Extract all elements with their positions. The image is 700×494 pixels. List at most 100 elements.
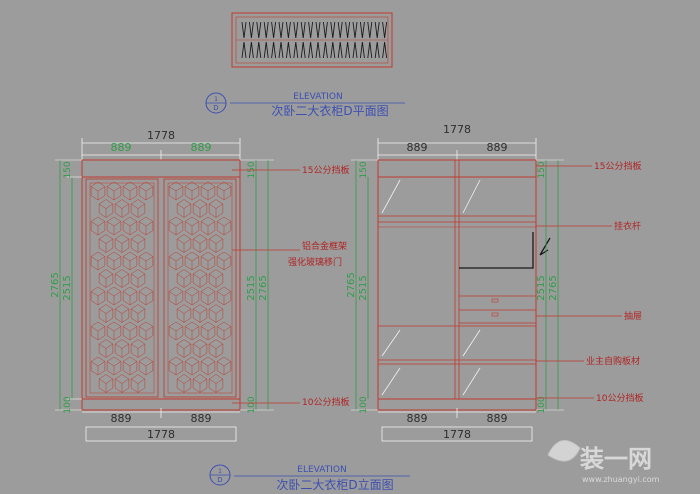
- door-cube-cell: [138, 181, 154, 201]
- door-cube-cell: [168, 321, 184, 341]
- right-inner-height: 2515: [358, 275, 369, 300]
- plan-hanger: [382, 21, 388, 39]
- plan-hanger: [337, 21, 343, 39]
- plan-hanger: [241, 21, 247, 39]
- door-cube-cell: [138, 321, 154, 341]
- door-cube-cell: [176, 199, 192, 218]
- door-cube-cell: [122, 321, 138, 341]
- right-bottom-dim-box: [381, 426, 533, 442]
- plan-hanger: [256, 41, 262, 59]
- left-total-width: 1778: [147, 129, 175, 142]
- right-top-board-dim: 150: [359, 161, 369, 178]
- label-owner-board: 业主自购板材: [586, 355, 640, 367]
- door-cube-cell: [130, 304, 146, 323]
- elevation-tag: ELEVATION: [297, 465, 346, 475]
- door-cube-cell: [114, 339, 130, 358]
- hint-1: [381, 179, 401, 214]
- plan-hanger: [278, 21, 284, 39]
- label-drawer: 抽屉: [624, 310, 642, 322]
- door-cube-cell: [98, 234, 114, 253]
- left-half-bottom-right: 889: [191, 412, 212, 425]
- elevation-marker-bottom: D: [217, 476, 222, 484]
- door-cube-cell: [192, 199, 208, 218]
- left-half-top-right: 889: [191, 141, 212, 154]
- door-cube-cell: [90, 321, 106, 341]
- door-cube-cell: [98, 199, 114, 218]
- plan-hanger: [285, 41, 291, 59]
- door-cube-cell: [200, 321, 216, 341]
- plan-hanger: [256, 21, 262, 39]
- door-cube-cell: [122, 286, 138, 306]
- left-right-inner-height: 2515: [246, 275, 257, 300]
- left-door-2: [163, 178, 237, 398]
- door-cube-cell: [216, 181, 232, 201]
- plan-hanger: [374, 21, 380, 39]
- plan-hanger: [352, 41, 358, 59]
- plan-title-block: 1 D ELEVATION 次卧二大衣柜D平面图: [205, 92, 405, 118]
- door-cube-cell: [184, 286, 200, 306]
- right-total-width: 1778: [443, 123, 471, 136]
- right-leaders: 15公分挡板 挂衣杆 抽屉 业主自购板材 10公分挡板: [536, 160, 643, 404]
- door-cube-cell: [216, 356, 232, 376]
- door-cube-cell: [168, 216, 184, 236]
- plan-hanger: [263, 21, 269, 39]
- door-cube-cell: [122, 251, 138, 271]
- left-door-1-glass: [89, 182, 155, 394]
- door-cube-cell: [184, 181, 200, 201]
- door-cube-cell: [176, 374, 192, 393]
- left-top-board-dim: 150: [63, 161, 73, 178]
- door-cube-cell: [184, 251, 200, 271]
- door-cube-cell: [130, 339, 146, 358]
- left-cabinet-outline: [81, 159, 241, 411]
- door-cube-cell: [184, 321, 200, 341]
- plan-hanger: [308, 41, 314, 59]
- door-cube-cell: [130, 199, 146, 218]
- plan-outline: [231, 12, 393, 68]
- door-cube-cell: [176, 269, 192, 288]
- plan-marker-top: 1: [214, 96, 218, 103]
- left-bottom-board-dim: 100: [63, 396, 73, 413]
- left-door-2-glass: [167, 182, 233, 394]
- plan-hanger: [308, 21, 314, 39]
- door-cube-cell: [114, 234, 130, 253]
- watermark-url: www.zhuangyi.com: [582, 475, 660, 484]
- door-cube-cell: [114, 269, 130, 288]
- watermark-logo-icon: [547, 440, 581, 462]
- door-cube-cell: [106, 216, 122, 236]
- door-cube-cell: [200, 356, 216, 376]
- left-bottom-width: 1778: [147, 428, 175, 441]
- drawer-handle-1: [491, 298, 499, 303]
- right-elevation: 1778 889 889 2765: [346, 123, 564, 442]
- plan-hanger: [271, 21, 277, 39]
- door-cube-cell: [176, 339, 192, 358]
- plan-hanger: [300, 21, 306, 39]
- right-half-bottom-right: 889: [487, 412, 508, 425]
- door-cube-cell: [114, 374, 130, 393]
- hint-6: [462, 367, 481, 396]
- door-cube-cell: [138, 286, 154, 306]
- door-cube-cell: [192, 374, 208, 393]
- watermark: 装一网 www.zhuangyi.com: [547, 440, 660, 484]
- watermark-brand: 装一网: [580, 445, 652, 473]
- plan-hanger: [263, 41, 269, 59]
- left-bottom-dim-box: [85, 426, 237, 442]
- plan-hanger: [367, 41, 373, 59]
- door-cube-cell: [130, 374, 146, 393]
- plan-hanger: [293, 21, 299, 39]
- label-door-line1: 铝合金框架: [302, 240, 347, 252]
- plan-hanger: [315, 41, 321, 59]
- left-elevation: 1778 889 889 2765 2515 150 100 2515 2765…: [50, 129, 274, 442]
- door-cube-cell: [208, 374, 224, 393]
- hand-drawn-arrow: [539, 237, 551, 256]
- drawer-handle-2: [491, 312, 499, 317]
- door-cube-cell: [138, 251, 154, 271]
- door-cube-cell: [106, 251, 122, 271]
- door-cube-cell: [216, 251, 232, 271]
- elevation-title: 次卧二大衣柜D立面图: [276, 477, 393, 490]
- plan-hanger: [315, 21, 321, 39]
- plan-hanger: [359, 21, 365, 39]
- door-cube-cell: [130, 234, 146, 253]
- hint-5: [381, 367, 401, 396]
- plan-hanger: [322, 41, 328, 59]
